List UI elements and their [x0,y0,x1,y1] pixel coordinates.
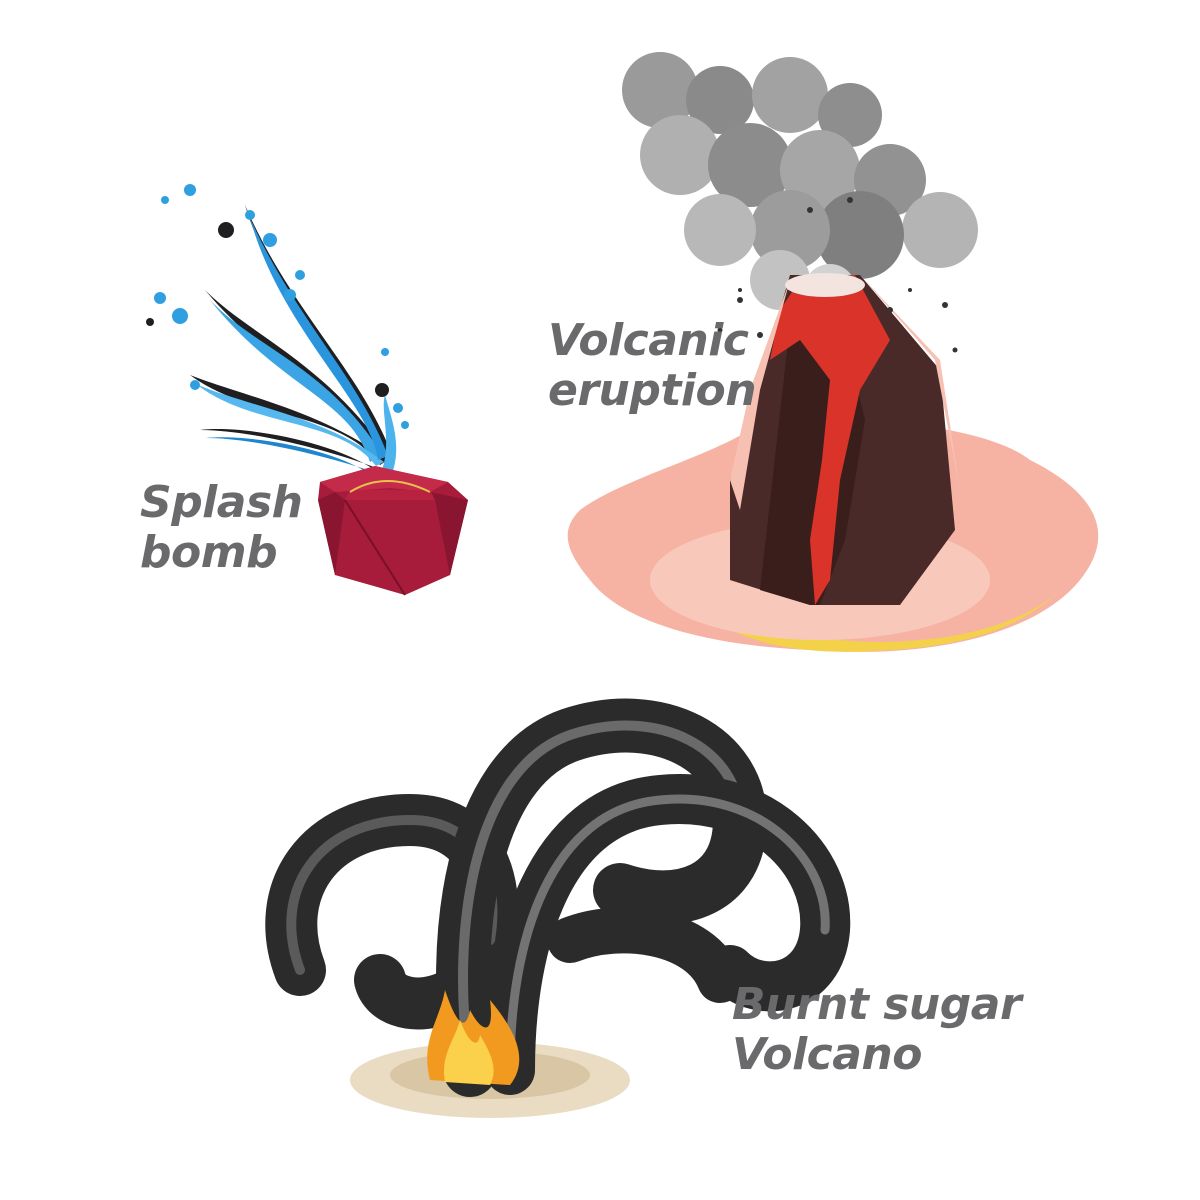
flame-icon [427,990,520,1085]
burnt-sugar-volcano-label: Burnt sugar Volcano [732,979,1022,1080]
water-droplet [284,289,296,301]
splash-bomb-label-line-1: Splash [140,477,303,528]
water-droplet [381,348,389,356]
water-droplet [375,383,389,397]
lava-spark-particles [717,197,958,353]
volcanic-eruption-label: Volcanic eruption [548,315,757,416]
burnt-sugar-volcano-label-line-2: Volcano [732,1029,923,1080]
splash-bomb-label-line-2: bomb [140,527,278,578]
water-droplet [190,380,200,390]
bomb-cube-icon [318,466,468,596]
water-splash-icon [146,184,409,474]
water-droplet [295,270,305,280]
volcanic-eruption-label-line-1: Volcanic [548,315,749,366]
water-droplet [245,210,255,220]
splash-bomb-label: Splash bomb [140,477,303,578]
water-droplet [146,318,154,326]
water-droplet [393,403,403,413]
burnt-sugar-volcano-illustration [265,698,851,1118]
splash-bomb-illustration [146,184,468,596]
volcanic-eruption-illustration [567,52,1099,652]
volcano-cone-icon [567,273,1099,652]
water-droplet [401,421,409,429]
water-droplet [154,292,166,304]
volcanic-eruption-label-line-2: eruption [548,365,757,416]
water-droplet [218,222,234,238]
water-droplet [263,233,277,247]
burnt-sugar-snake-icon [265,698,851,1097]
water-droplet [161,196,169,204]
water-droplet [172,308,188,324]
lava-flow [770,275,890,605]
burnt-sugar-volcano-label-line-1: Burnt sugar [732,979,1022,1030]
water-droplet [184,184,196,196]
